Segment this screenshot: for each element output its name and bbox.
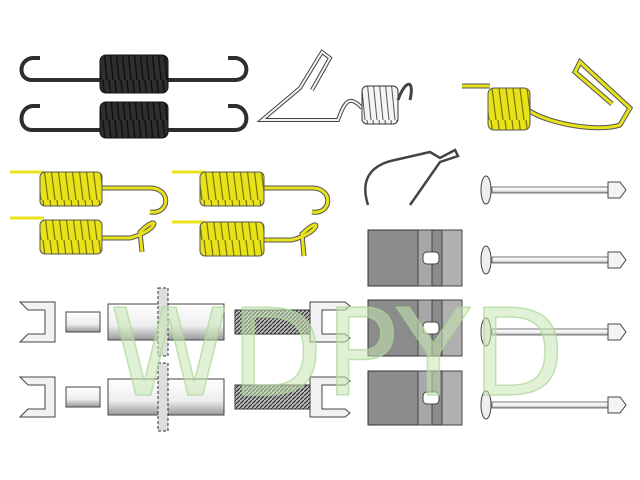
adjuster-fork [18,376,56,418]
pin-shaft [491,401,613,409]
yellow-hook-spring [462,57,634,131]
yellow-spring [172,170,331,215]
pin-shaft [491,186,613,194]
adjuster-sleeve [65,386,101,408]
adjuster-thread [234,309,311,335]
adjuster-fork [309,376,351,418]
pin-head [480,245,492,275]
adjuster-star-wheel [157,287,169,357]
pin-head [480,175,492,205]
wire-clip [364,148,460,206]
adjuster-assembly [18,287,351,357]
adjuster-fork [309,301,351,343]
hold-down-pin [480,175,627,205]
black-spring [19,101,249,139]
hold-down-pin [480,390,627,420]
guide-block [367,229,463,287]
adjuster-thread [234,384,311,410]
hold-down-pins [480,175,627,420]
adjuster-star-wheel [157,362,169,432]
pin-head [480,390,492,420]
guide-block [367,299,463,357]
pin-shaft [491,256,613,264]
pin-tip [607,323,627,341]
pin-tip [607,181,627,199]
black-spring [19,54,249,94]
adjusters [18,287,351,432]
adjuster-sleeve [65,311,101,333]
hold-down-pin [480,317,627,347]
yellow-spring [10,170,169,215]
pin-shaft [491,328,613,336]
pin-tip [607,396,627,414]
hold-down-pin [480,245,627,275]
pin-head [480,317,492,347]
adjuster-assembly [18,362,351,432]
white-spring [256,49,413,125]
yellow-spring [10,216,157,255]
guide-block [367,370,463,426]
pin-tip [607,251,627,269]
adjuster-fork [18,301,56,343]
yellow-spring [172,220,319,257]
